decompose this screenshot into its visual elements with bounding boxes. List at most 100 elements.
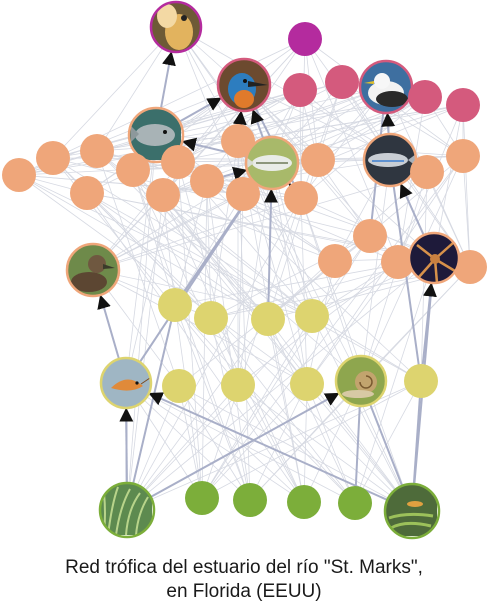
trophic-link <box>397 96 426 263</box>
trophic-link <box>96 150 362 382</box>
species-node <box>221 124 255 158</box>
trophic-link <box>92 197 302 271</box>
species-node <box>284 181 318 215</box>
trophic-link <box>300 197 362 382</box>
trophic-link <box>174 304 251 501</box>
trophic-link-arrow <box>250 109 265 139</box>
species-node <box>288 22 322 56</box>
species-node <box>295 299 329 333</box>
trophic-link <box>178 385 305 503</box>
species-node <box>161 145 195 179</box>
gull-photo-icon <box>358 59 414 115</box>
trophic-link <box>177 161 239 386</box>
trophic-link <box>86 192 212 319</box>
species-node <box>353 219 387 253</box>
trophic-link <box>201 197 302 499</box>
trophic-link-arrow <box>223 166 248 181</box>
trophic-link <box>201 315 313 499</box>
trophic-link <box>267 318 305 503</box>
trophic-link <box>300 96 426 199</box>
trophic-link <box>52 157 413 512</box>
trophic-link <box>125 382 251 501</box>
species-node <box>410 155 444 189</box>
squirrel-photo-icon <box>149 0 203 54</box>
trophic-link-arrow <box>150 392 340 498</box>
trophic-link <box>210 317 356 504</box>
species-nodes <box>2 0 487 540</box>
species-node <box>190 164 224 198</box>
trophic-link-arrow <box>232 110 247 126</box>
trophic-link-arrow <box>178 97 222 123</box>
trophic-link <box>126 257 435 511</box>
trophic-link <box>126 304 176 511</box>
species-node <box>194 301 228 335</box>
trophic-link <box>267 318 356 504</box>
trophic-link <box>162 194 313 317</box>
species-node <box>338 486 372 520</box>
silverside-fish-photo-icon <box>244 135 300 191</box>
trophic-link <box>174 304 356 504</box>
trophic-link-arrow <box>263 188 278 303</box>
trophic-link <box>132 169 251 501</box>
species-node <box>162 369 196 403</box>
species-node <box>2 158 36 192</box>
trophic-link-arrow <box>421 282 437 365</box>
trophic-link <box>249 383 308 501</box>
trophic-link <box>52 26 177 159</box>
trophic-link <box>306 383 356 504</box>
species-node <box>185 481 219 515</box>
trophic-link <box>317 96 426 161</box>
trophic-link <box>178 385 251 501</box>
trophic-link <box>201 180 208 499</box>
species-node <box>381 245 415 279</box>
trophic-link <box>162 194 308 385</box>
trophic-link <box>86 192 305 503</box>
trophic-link <box>52 157 422 382</box>
trophic-link <box>201 380 422 499</box>
trophic-link <box>162 194 305 503</box>
trophic-link <box>237 384 356 504</box>
trophic-link <box>311 315 413 512</box>
kingfisher-photo-icon <box>216 57 272 113</box>
trophic-link <box>162 194 336 262</box>
trophic-link <box>201 155 464 499</box>
duck-photo-icon <box>65 242 121 298</box>
food-web-diagram <box>2 0 487 540</box>
trophic-link <box>132 169 176 306</box>
trophic-link <box>300 81 343 199</box>
trophic-link <box>210 317 305 503</box>
species-node <box>404 364 438 398</box>
trophic-link <box>18 174 308 385</box>
trophic-link <box>354 257 435 504</box>
trophic-link <box>306 261 399 385</box>
species-node <box>446 88 480 122</box>
trophic-link-arrow <box>97 294 120 360</box>
trophic-link-arrow <box>148 392 388 501</box>
species-node <box>283 73 317 107</box>
shrimp-photo-icon <box>99 356 153 410</box>
trophic-link <box>300 38 306 199</box>
trophic-link <box>303 383 308 503</box>
species-node <box>70 176 104 210</box>
species-node <box>301 143 335 177</box>
snail-photo-icon <box>334 354 388 408</box>
species-node <box>318 244 352 278</box>
species-node <box>446 139 480 173</box>
species-node <box>287 485 321 519</box>
caption-line-1: Red trófica del estuario del río "St. Ma… <box>65 557 423 578</box>
trophic-link <box>125 382 356 504</box>
species-node <box>251 302 285 336</box>
species-node <box>158 288 192 322</box>
species-node <box>325 65 359 99</box>
trophic-link <box>237 384 305 503</box>
species-node <box>233 483 267 517</box>
trophic-link <box>92 171 428 271</box>
trophic-link <box>299 89 302 199</box>
caption-line-2: en Florida (EEUU) <box>166 581 322 602</box>
trophic-link <box>267 318 413 512</box>
trophic-link <box>92 193 244 271</box>
trophic-link <box>178 385 413 512</box>
trophic-link <box>426 171 471 268</box>
trophic-link <box>237 384 413 512</box>
trophic-link <box>92 84 245 271</box>
